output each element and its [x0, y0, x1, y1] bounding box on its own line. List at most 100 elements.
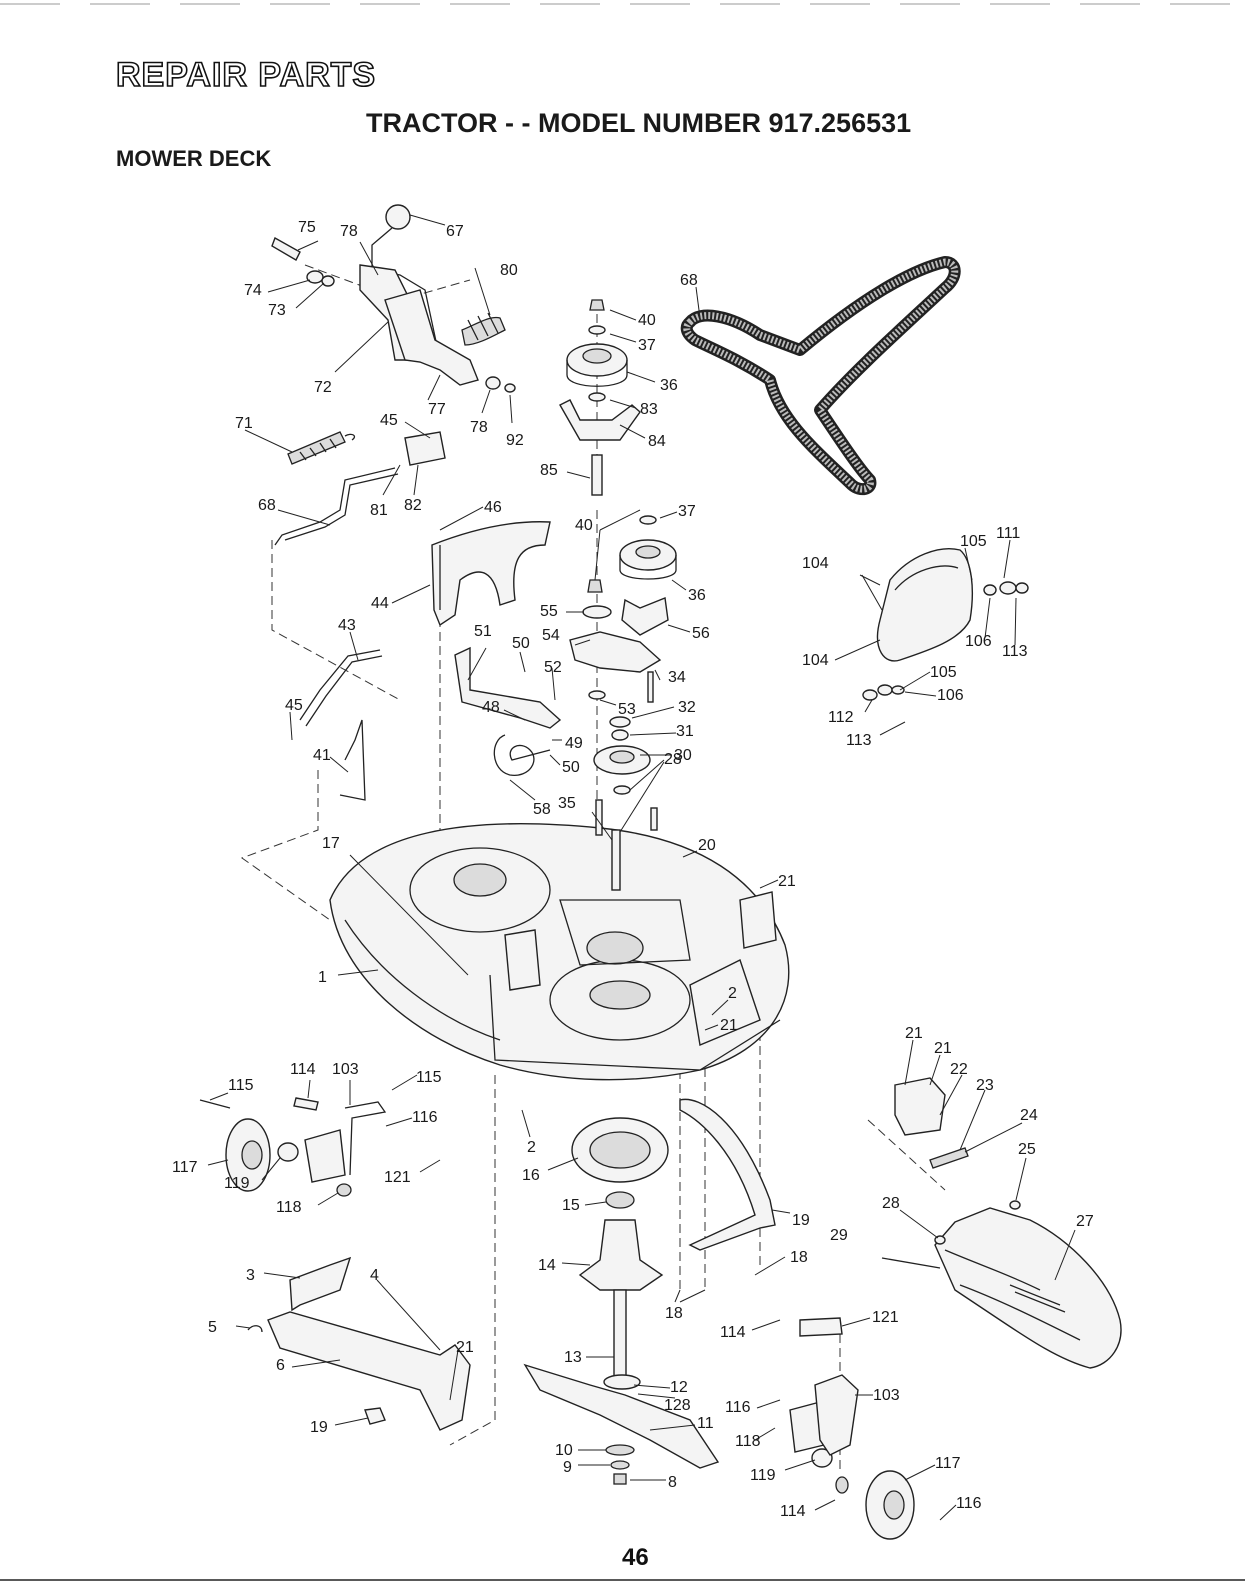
- callout: 78: [470, 419, 488, 436]
- callout: 50: [512, 635, 530, 652]
- callout: 77: [428, 401, 446, 418]
- callout: 75: [298, 219, 316, 236]
- lift-links: [274, 431, 446, 801]
- gauge-wheel-left: [199, 1097, 387, 1197]
- callout: 106: [937, 687, 964, 704]
- callout: 32: [678, 699, 696, 716]
- callout: 56: [692, 625, 710, 642]
- callout: 48: [482, 699, 500, 716]
- callout: 49: [565, 735, 583, 752]
- callout: 82: [404, 497, 422, 514]
- callout: 119: [224, 1175, 250, 1192]
- model-subtitle: TRACTOR - - MODEL NUMBER 917.256531: [366, 108, 912, 138]
- callout: 43: [338, 617, 356, 634]
- callout: 116: [956, 1495, 982, 1512]
- callout: 16: [522, 1167, 540, 1184]
- callout: 68: [258, 497, 276, 514]
- callout: 19: [310, 1419, 328, 1436]
- idler-pulley-lower: [587, 515, 677, 636]
- callout: 4: [370, 1267, 379, 1284]
- callout: 21: [934, 1040, 952, 1057]
- callout: 44: [371, 595, 389, 612]
- callout: 117: [935, 1455, 961, 1472]
- callout: 128: [664, 1397, 691, 1414]
- callout: 6: [276, 1357, 285, 1374]
- callout: 20: [698, 837, 716, 854]
- drive-belt: [680, 256, 961, 496]
- callout: 11: [697, 1415, 714, 1432]
- callout: 45: [380, 412, 398, 429]
- callout: 67: [446, 223, 464, 240]
- callout: 22: [950, 1061, 968, 1078]
- callout: 103: [873, 1387, 900, 1404]
- callout: 92: [506, 432, 524, 449]
- callout-numbers: 75 78 67 74 73 72 80 77 45 78 92 71 81 8…: [172, 219, 1094, 1520]
- idler-pulley-upper: [559, 299, 641, 496]
- callout: 15: [562, 1197, 580, 1214]
- callout: 13: [564, 1349, 582, 1366]
- gauge-wheel-right: [789, 1317, 915, 1540]
- callout: 74: [244, 282, 262, 299]
- callout: 30: [674, 747, 692, 764]
- callout: 78: [340, 223, 358, 240]
- callout: 37: [638, 337, 656, 354]
- deflector-hinge: [862, 548, 1029, 701]
- callout: 53: [618, 701, 636, 718]
- callout: 114: [720, 1324, 746, 1341]
- discharge-chute: [881, 1077, 1122, 1369]
- callout: 31: [676, 723, 694, 740]
- callout: 34: [668, 669, 686, 686]
- callout: 105: [960, 533, 987, 550]
- callout: 121: [384, 1169, 411, 1186]
- callout: 25: [1018, 1141, 1036, 1158]
- callout: 121: [872, 1309, 899, 1326]
- callout: 21: [905, 1025, 923, 1042]
- callout: 85: [540, 462, 558, 479]
- callout: 35: [558, 795, 576, 812]
- callout: 27: [1076, 1213, 1094, 1230]
- callout: 5: [208, 1319, 217, 1336]
- callout: 113: [1002, 643, 1028, 660]
- callout: 71: [235, 415, 253, 432]
- callout: 36: [660, 377, 678, 394]
- callout: 40: [638, 312, 656, 329]
- callout: 118: [276, 1199, 302, 1216]
- callout: 1: [318, 969, 327, 986]
- callout: 45: [285, 697, 303, 714]
- callout: 24: [1020, 1107, 1038, 1124]
- callout: 113: [846, 732, 872, 749]
- callout: 37: [678, 503, 696, 520]
- callout: 50: [562, 759, 580, 776]
- callout: 112: [828, 709, 854, 726]
- callout: 114: [290, 1061, 316, 1078]
- callout: 58: [533, 801, 551, 818]
- callout: 116: [725, 1399, 751, 1416]
- callout: 54: [542, 627, 560, 644]
- callout: 19: [792, 1212, 810, 1229]
- callout: 117: [172, 1159, 198, 1176]
- callout: 46: [484, 499, 502, 516]
- callout: 28: [664, 751, 682, 768]
- callout: 41: [313, 747, 331, 764]
- callout: 3: [246, 1267, 255, 1284]
- callout: 14: [538, 1257, 556, 1274]
- page-title: REPAIR PARTS: [115, 55, 377, 95]
- callout: 17: [322, 835, 340, 852]
- callout: 115: [416, 1069, 442, 1086]
- belt-guard: [431, 521, 551, 627]
- callout: 18: [790, 1249, 808, 1266]
- section-heading: MOWER DECK: [116, 146, 272, 171]
- callout: 111: [996, 525, 1020, 542]
- front-links: [247, 1098, 776, 1431]
- callout: 81: [370, 502, 388, 519]
- callout: 72: [314, 379, 332, 396]
- callout: 104: [802, 652, 829, 669]
- callout: 119: [750, 1467, 776, 1484]
- lift-handle-assembly: [271, 204, 516, 393]
- callout: 2: [728, 985, 737, 1002]
- callout: 2: [527, 1139, 536, 1156]
- callout: 105: [930, 664, 957, 681]
- callout: 73: [268, 302, 286, 319]
- callout: 83: [640, 401, 658, 418]
- callout: 116: [412, 1109, 438, 1126]
